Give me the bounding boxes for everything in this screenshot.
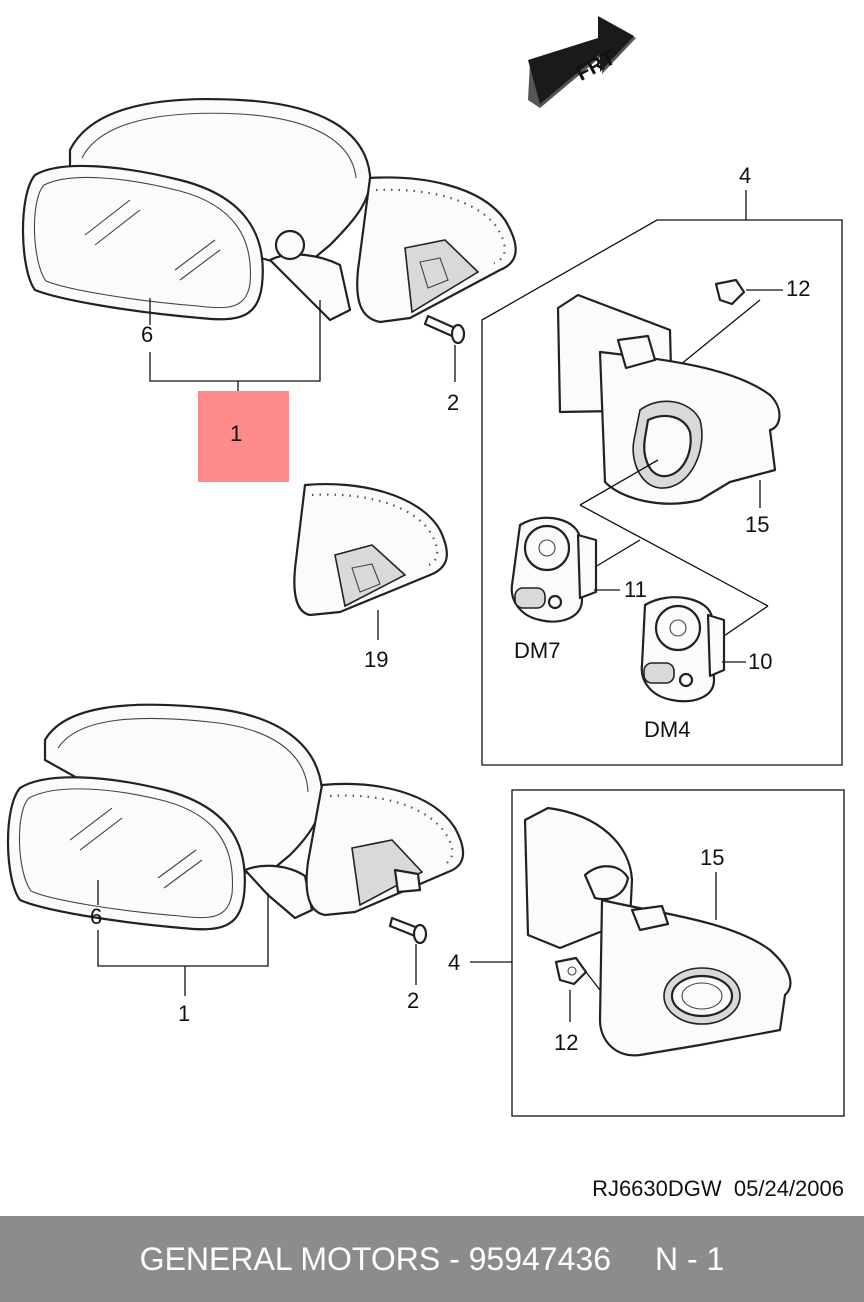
- callout-6-top: 6: [141, 322, 153, 347]
- footer-bar: GENERAL MOTORS - 95947436 N - 1: [0, 1216, 864, 1302]
- base-plate-bottom: [305, 782, 465, 917]
- top-leader-lines: [149, 298, 456, 398]
- mirror-switch-dm4: [640, 596, 726, 703]
- detail-box-bottom: 4 15 12: [448, 789, 845, 1117]
- drawing-date: 05/24/2006: [733, 1176, 844, 1201]
- housing-bottom: [523, 806, 792, 1057]
- highlight-box: [198, 391, 289, 482]
- callout-4-top: 4: [739, 163, 751, 188]
- mirror-assembly-top: [21, 97, 517, 345]
- drawing-number: RJ6630DGW: [592, 1176, 722, 1201]
- footer-page: N - 1: [654, 1240, 725, 1277]
- exploded-parts-diagram: FRT: [6, 16, 845, 1117]
- variant-dm4-label: DM4: [644, 717, 690, 742]
- housing-top: [556, 293, 781, 505]
- base-plate-19: [293, 483, 448, 640]
- callout-6-bottom: 6: [90, 904, 102, 929]
- bolt-top: [423, 314, 466, 345]
- callout-10: 10: [748, 649, 772, 674]
- mirror-assembly-bottom: [6, 703, 465, 945]
- mirror-glass-top: [21, 164, 264, 321]
- bolt-bottom: [388, 916, 428, 945]
- variant-dm7-label: DM7: [514, 638, 560, 663]
- callout-1-top: 1: [230, 421, 242, 446]
- drawing-code: RJ6630DGW 05/24/2006: [592, 1176, 844, 1202]
- base-plate-top: [356, 176, 517, 324]
- mirror-switch-dm7: [510, 516, 598, 623]
- callout-15-bottom: 15: [700, 845, 724, 870]
- footer-maker: GENERAL MOTORS - 95947436: [139, 1240, 611, 1277]
- clip-bottom: [554, 956, 588, 986]
- callout-15-top: 15: [745, 512, 769, 537]
- bottom-leader-lines: [97, 880, 417, 996]
- front-direction-arrow: FRT: [528, 16, 636, 108]
- callout-4-bottom: 4: [448, 950, 460, 975]
- callout-2-top: 2: [447, 390, 459, 415]
- callout-11: 11: [624, 577, 647, 602]
- callout-1-bottom: 1: [178, 1001, 190, 1026]
- detail-box-top: 4 12 15 11: [481, 163, 843, 766]
- callout-12-top: 12: [786, 276, 810, 301]
- callout-12-bottom: 12: [554, 1030, 578, 1055]
- callout-19: 19: [364, 647, 388, 672]
- clip-top: [714, 278, 783, 306]
- callout-2-bottom: 2: [407, 988, 419, 1013]
- mirror-glass-bottom: [6, 776, 246, 931]
